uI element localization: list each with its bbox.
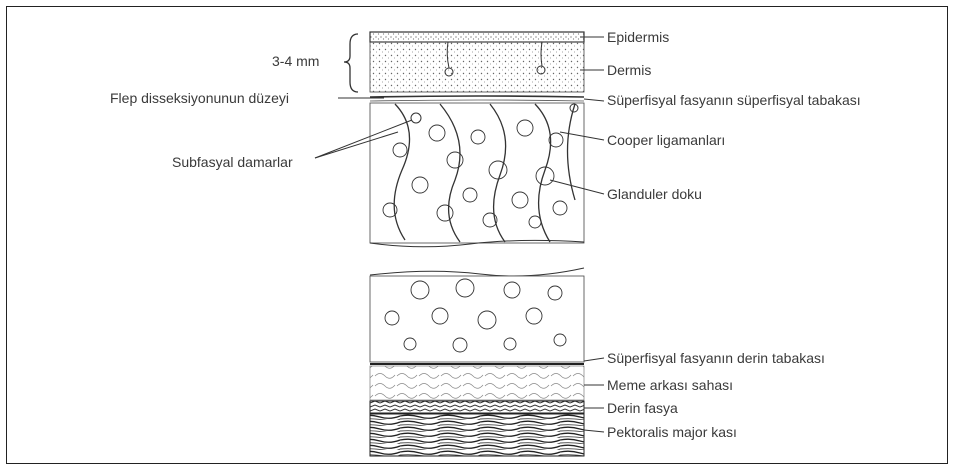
superficial-fascia-deep-layer-label: Süperfisyal fasyanın derin tabakası (607, 350, 825, 366)
glandular-tissue-lower (370, 276, 584, 362)
diagram-break-bottom (370, 268, 584, 276)
dermis-layer (370, 42, 584, 92)
epidermis-layer (370, 32, 584, 42)
thickness-label: 3-4 mm (272, 53, 319, 69)
superficial-fascia-superficial-layer-label: Süperfisyal fasyanın süperfisyal tabakas… (607, 92, 861, 108)
cooper-ligaments-label: Cooper ligamanları (607, 132, 725, 148)
deep-fascia-label: Derin fasya (607, 400, 678, 416)
subfascial-vessels-label: Subfasyal damarlar (172, 154, 293, 170)
pectoralis-major-layer (370, 414, 584, 456)
retromammary-space (370, 366, 584, 400)
glandular-tissue-label: Glanduler doku (607, 186, 702, 202)
superficial-fascia-superficial-layer (370, 96, 584, 97)
dermis-label: Dermis (607, 62, 651, 78)
pectoralis-major-label: Pektoralis major kası (607, 424, 737, 440)
retromammary-space-label: Meme arkası sahası (607, 377, 733, 393)
deep-fascia-layer (370, 401, 584, 413)
epidermis-label: Epidermis (607, 29, 669, 45)
flap-dissection-level-label: Flep disseksiyonunun düzeyi (110, 90, 289, 106)
thickness-brace (344, 34, 358, 92)
